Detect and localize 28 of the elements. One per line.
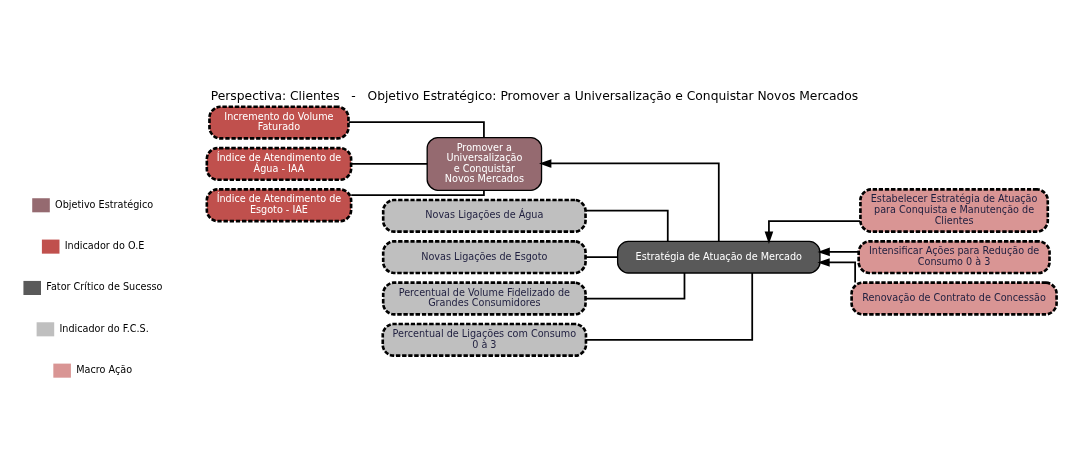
connector: [585, 271, 754, 341]
arrow: [817, 257, 856, 283]
node-box: Estabelecer Estratégia de Atuação para Conquista e Manutenção de Clientes: [859, 187, 1050, 233]
arrow: [817, 247, 860, 256]
node-box: Incremento do Volume Faturado: [208, 104, 350, 140]
connector: [350, 189, 485, 196]
connector: [584, 255, 619, 258]
legend-label: Indicador do F.C.S.: [59, 322, 149, 334]
legend-label: Objetivo Estratégico: [55, 198, 154, 210]
node-box: Novas Ligações de Esgoto: [381, 239, 587, 274]
legend-label: Fator Crítico de Sucesso: [46, 280, 163, 292]
node-box: Intensificar Ações para Redução de Consumo 0 à 3: [857, 239, 1051, 274]
node-box: Índice de Atendimento de Esgoto - IAE: [205, 187, 353, 222]
node-box: Renovação de Contrato de Concessão: [850, 280, 1058, 316]
connector: [584, 271, 686, 299]
legend-label: Macro Ação: [76, 363, 133, 375]
connector: [350, 162, 429, 165]
legend-label: Indicador do O.E: [64, 239, 145, 251]
node-box: Percentual de Volume Fidelizado de Grandes Consumidores: [381, 280, 587, 316]
arrow: [539, 158, 720, 242]
node-box: Percentual de Ligações com Consumo 0 à 3: [381, 322, 588, 357]
diagram-title: Perspectiva: Clientes - Objetivo Estratégico: Promover a Universalização e Conquistar Novos Mercados: [210, 88, 859, 103]
node-box: Estratégia de Atuação de Mercado: [616, 240, 821, 274]
arrow: [764, 219, 862, 244]
connector: [584, 209, 669, 242]
node-box: Promover a Universalização e Conquistar Novos Mercados: [426, 136, 543, 191]
node-box: Novas Ligações de Água: [381, 198, 587, 233]
node-box: Índice de Atendimento de Água - IAA: [205, 146, 353, 181]
